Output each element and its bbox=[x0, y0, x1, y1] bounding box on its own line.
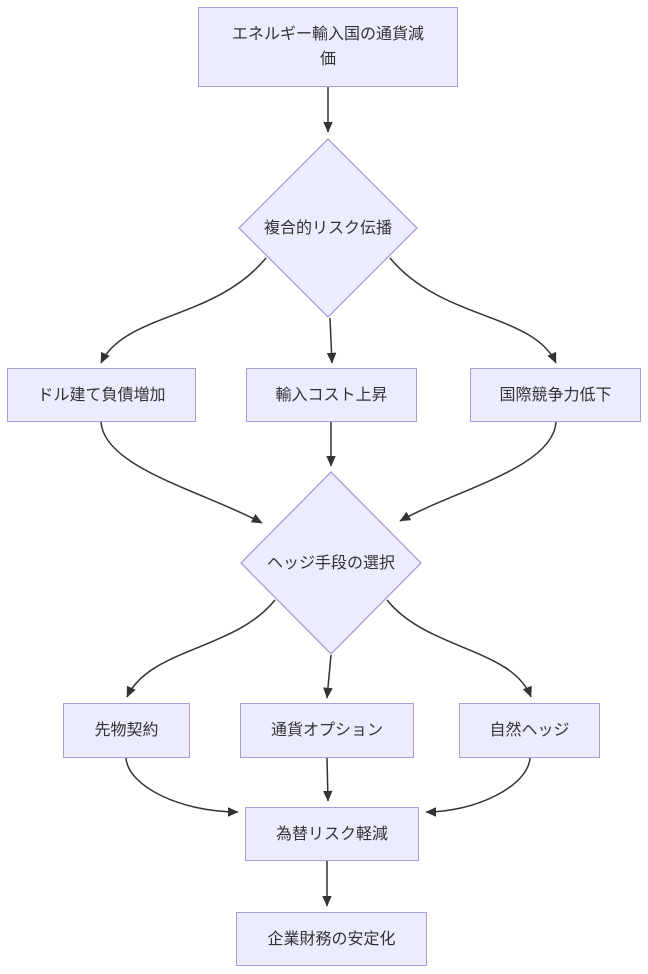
edge-futures-to-fx-risk bbox=[125, 757, 239, 817]
edge-hedge-to-futures bbox=[126, 599, 276, 698]
node-risk-propagation-decision bbox=[238, 138, 418, 318]
edge-hedge-to-option bbox=[323, 654, 333, 699]
node-currency-option: 通貨オプション bbox=[240, 703, 414, 758]
node-label: 輸入コスト上昇 bbox=[275, 386, 388, 404]
node-label: 先物契約 bbox=[94, 722, 159, 739]
node-hedge-selection-decision bbox=[240, 471, 422, 655]
edge-risk-to-import-cost bbox=[326, 317, 337, 364]
node-label: 自然ヘッジ bbox=[489, 722, 570, 739]
edge-option-to-fx-risk bbox=[322, 757, 333, 802]
node-currency-depreciation: エネルギー輸入国の通貨減価 bbox=[198, 7, 458, 87]
node-natural-hedge: 自然ヘッジ bbox=[459, 703, 600, 758]
node-label: 企業財務の安定化 bbox=[267, 930, 396, 948]
node-financial-stabilization: 企業財務の安定化 bbox=[236, 912, 427, 966]
edge-dollar-debt-to-hedge bbox=[100, 421, 263, 524]
node-label: 通貨オプション bbox=[270, 722, 383, 739]
node-futures-contract: 先物契約 bbox=[63, 703, 190, 758]
node-label: ドル建て負債増加 bbox=[37, 386, 166, 404]
edge-risk-to-dollar-debt bbox=[100, 257, 267, 364]
node-label: 為替リスク軽減 bbox=[275, 825, 388, 843]
node-hedge-selection-label: ヘッジ手段の選択 bbox=[266, 555, 395, 572]
node-label: 国際競争力低下 bbox=[499, 386, 612, 404]
node-dollar-debt-increase: ドル建て負債増加 bbox=[7, 368, 196, 422]
node-risk-propagation-label: 複合的リスク伝播 bbox=[263, 220, 392, 237]
edge-natural-to-fx-risk bbox=[425, 757, 531, 817]
edge-competitiveness-to-hedge bbox=[399, 421, 557, 522]
edge-risk-to-competitiveness bbox=[389, 257, 557, 364]
edge-hedge-to-natural bbox=[386, 599, 532, 698]
node-fx-risk-mitigation: 為替リスク軽減 bbox=[245, 807, 419, 861]
node-import-cost-rise: 輸入コスト上昇 bbox=[246, 368, 417, 422]
node-competitiveness-decline: 国際競争力低下 bbox=[470, 368, 641, 422]
node-label: エネルギー輸入国の通貨減価 bbox=[231, 26, 424, 68]
